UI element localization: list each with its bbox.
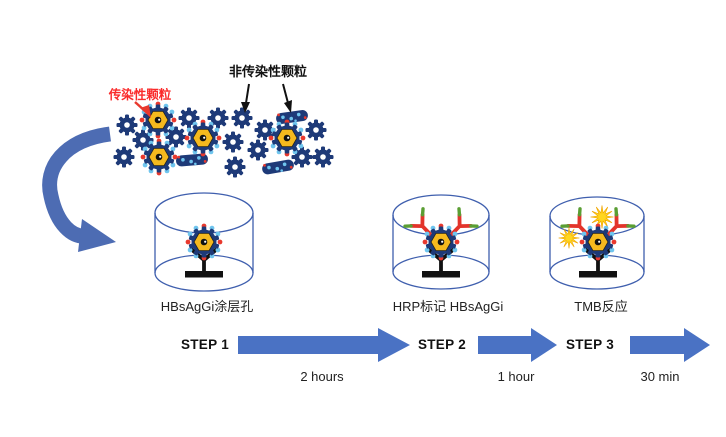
sphere-particle-icon [312,146,334,168]
step3-duration: 30 min [640,369,680,384]
sphere-particle-icon [231,107,253,129]
step1-label: STEP 1 [180,337,230,352]
well1-label: HBsAgGi涂层孔 [160,299,254,314]
well-1 [154,192,254,292]
sphere-particle-icon [305,119,327,141]
step2-duration: 1 hour [497,369,535,384]
noninfectious-pointer-arrows [241,83,292,113]
well2-label: HRP标记 HBsAgGi [392,299,504,314]
well-cylinder [392,194,490,290]
virus-particle-icon [185,223,223,261]
sphere-particle-icon [116,114,138,136]
well-3 [549,196,645,290]
virus-particle-icon [422,223,460,261]
step2-label: STEP 2 [417,337,467,352]
step2-arrow-icon [478,328,557,362]
step1-arrow-icon [238,328,410,362]
step3-arrow-icon [630,328,710,362]
sphere-particle-icon [222,131,244,153]
curved-arrow-icon [42,126,116,252]
infectious-particle-label: 传染性颗粒 [108,88,172,102]
well-2 [392,194,490,290]
filament-particle-icon [261,158,295,176]
well3-label: TMB反应 [574,299,628,314]
noninfectious-particle-label: 非传染性颗粒 [228,64,308,79]
step-arrows [238,328,710,362]
tmb-starburst-icon [558,227,580,249]
infectious-pointer-arrow [134,101,151,118]
step1-duration: 2 hours [300,369,344,384]
sphere-particle-icon [247,139,269,161]
tmb-starburst-icon [590,205,614,229]
step3-label: STEP 3 [565,337,615,352]
sphere-particle-icon [224,156,246,178]
sphere-particle-icon [113,146,135,168]
